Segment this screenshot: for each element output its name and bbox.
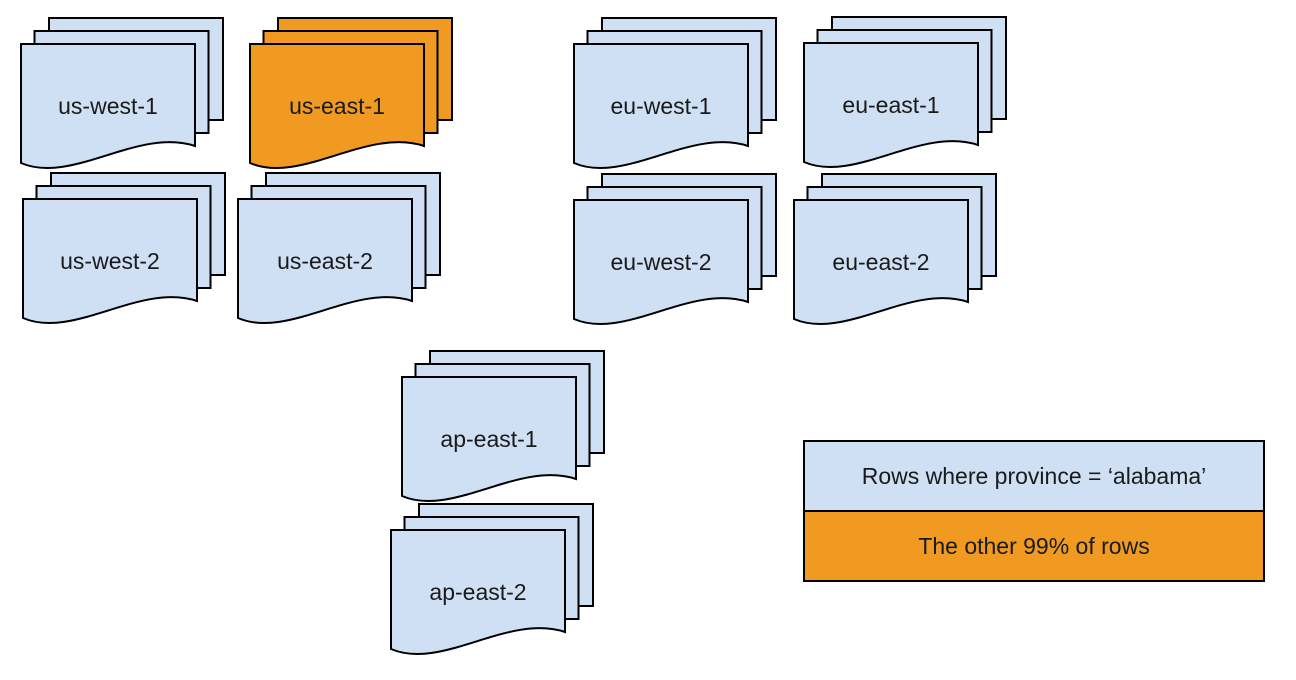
region-label: us-west-2	[60, 248, 160, 274]
region-label: us-east-2	[277, 248, 373, 274]
document-stack-icon	[249, 17, 453, 169]
legend-item-alabama-rows: Rows where province = ‘alabama’	[803, 440, 1265, 512]
region-stack-eu-east-1: eu-east-1	[803, 16, 1007, 169]
document-stack-icon	[573, 17, 777, 169]
region-stack-ap-east-2: ap-east-2	[390, 503, 594, 656]
region-stack-us-west-1: us-west-1	[20, 17, 224, 170]
document-stack-icon	[401, 350, 605, 502]
region-label: us-east-1	[289, 93, 385, 119]
region-stack-ap-east-1: ap-east-1	[401, 350, 605, 503]
legend: Rows where province = ‘alabama’ The othe…	[803, 440, 1265, 582]
region-label: eu-west-1	[610, 93, 712, 119]
region-label: eu-east-2	[832, 249, 930, 275]
document-stack-icon	[237, 172, 441, 324]
document-stack-icon	[803, 16, 1007, 168]
document-stack-icon	[573, 173, 777, 325]
region-label: eu-west-2	[610, 249, 712, 275]
region-stack-us-east-2: us-east-2	[237, 172, 441, 325]
document-stack-icon	[793, 173, 997, 325]
region-stack-eu-west-1: eu-west-1	[573, 17, 777, 170]
region-stack-us-west-2: us-west-2	[22, 172, 226, 325]
region-label: ap-east-2	[429, 579, 527, 605]
legend-item-other-rows: The other 99% of rows	[803, 510, 1265, 582]
region-stack-eu-west-2: eu-west-2	[573, 173, 777, 326]
legend-item-label: Rows where province = ‘alabama’	[861, 462, 1207, 489]
document-stack-icon	[390, 503, 594, 655]
region-stack-us-east-1: us-east-1	[249, 17, 453, 170]
document-stack-icon	[20, 17, 224, 169]
region-label: us-west-1	[58, 93, 158, 119]
document-stack-icon	[22, 172, 226, 324]
region-label: ap-east-1	[440, 426, 538, 452]
legend-item-label: The other 99% of rows	[918, 532, 1150, 559]
region-stack-eu-east-2: eu-east-2	[793, 173, 997, 326]
region-label: eu-east-1	[842, 92, 940, 118]
